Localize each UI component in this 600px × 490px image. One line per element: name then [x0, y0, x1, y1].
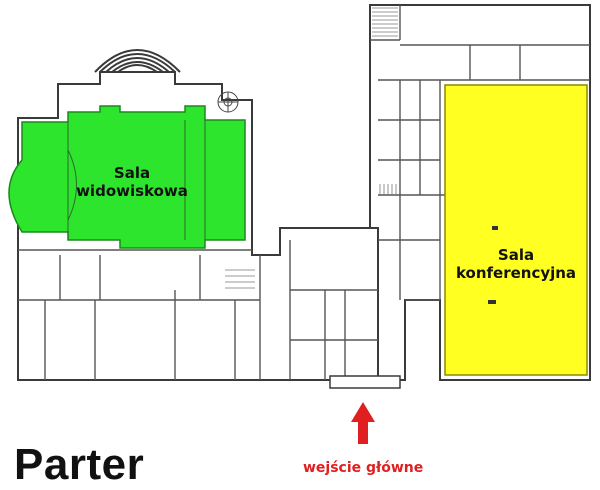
room-label-line2: konferencyjna — [455, 264, 577, 282]
room-label-line2: widowiskowa — [76, 182, 188, 200]
stage-details — [67, 120, 206, 240]
interior-partitions — [18, 5, 590, 380]
room-label-line1: Sala — [497, 246, 535, 264]
building-walls — [17, 4, 591, 381]
spiral-stair-icon — [217, 91, 239, 113]
main-entrance-vestibule — [329, 375, 401, 389]
stair-hatching — [225, 7, 398, 289]
entrance-label: wejście główne — [303, 460, 424, 476]
room-label-sala-konferencyjna: Sala konferencyjna — [445, 246, 587, 282]
room-label-line1: Sala — [113, 164, 151, 182]
conference-markers — [488, 226, 498, 304]
room-label-sala-widowiskowa: Sala widowiskowa — [72, 164, 192, 200]
entrance-arrow-icon — [351, 402, 375, 444]
room-area-sala-konferencyjna — [444, 84, 588, 376]
floor-title: Parter — [14, 440, 145, 489]
